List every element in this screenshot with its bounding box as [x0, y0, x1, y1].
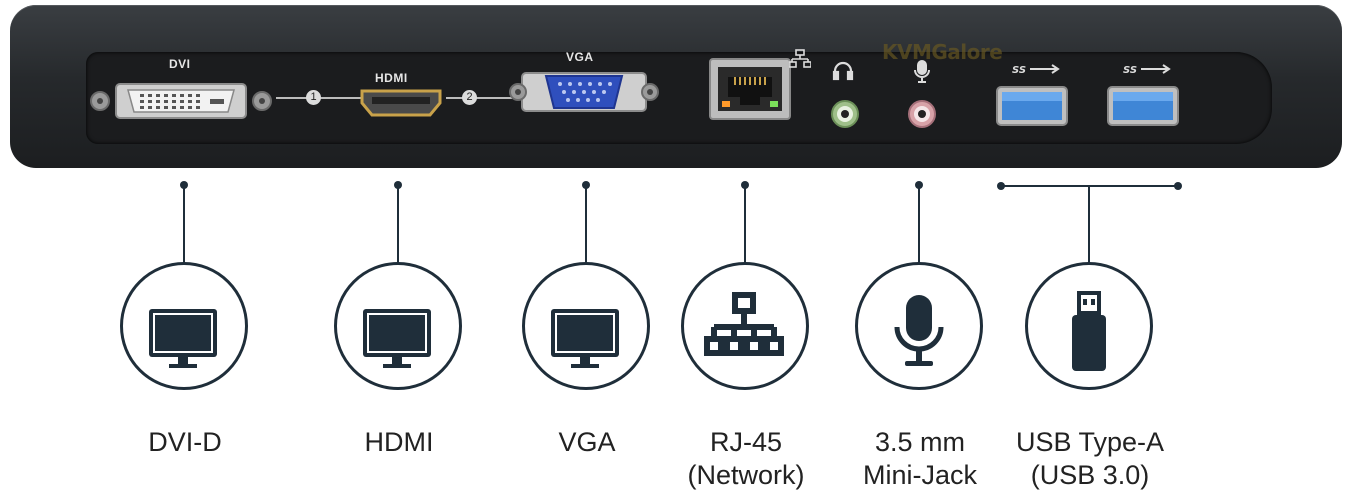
caption-rj45-line2: (Network) — [687, 460, 805, 490]
rj45-port — [708, 57, 792, 121]
callout-dot-usb-right — [1174, 182, 1182, 190]
usb-port-2 — [1106, 85, 1180, 127]
caption-dvi-line1: DVI-D — [148, 427, 222, 457]
headphone-jack — [830, 99, 860, 129]
svg-text:SS: SS — [1012, 65, 1026, 76]
audio-circle — [855, 262, 983, 390]
hdmi-port — [358, 87, 444, 119]
microphone-jack — [907, 99, 937, 129]
caption-usb-line2: (USB 3.0) — [1030, 460, 1150, 490]
hdmi-circle — [334, 262, 462, 390]
vga-circle — [522, 262, 650, 390]
usb-superspeed-logo: SS — [1123, 62, 1171, 76]
microphone-icon — [894, 295, 944, 366]
dvi-port-label: DVI — [169, 57, 191, 71]
dvi-circle — [120, 262, 248, 390]
callout-line-rj45 — [744, 185, 746, 265]
headphone-icon — [832, 61, 854, 81]
monitor-icon — [149, 309, 217, 368]
callout-line-audio — [918, 185, 920, 265]
caption-usb: USB Type-A (USB 3.0) — [990, 426, 1190, 492]
caption-audio-line2: Mini-Jack — [862, 460, 977, 490]
caption-audio-line1: 3.5 mm — [874, 427, 966, 457]
monitor-icon — [551, 309, 619, 368]
caption-rj45: RJ-45 (Network) — [646, 426, 846, 492]
vga-port — [508, 67, 660, 117]
rj45-circle — [681, 262, 809, 390]
monitor-icon — [363, 309, 431, 368]
svg-text:SS: SS — [1123, 65, 1137, 76]
dvi-port — [88, 81, 274, 121]
connector-line — [276, 97, 366, 99]
usb-circle — [1025, 262, 1153, 390]
caption-dvi: DVI-D — [85, 426, 285, 459]
port-number-1: 1 — [306, 90, 321, 105]
caption-audio: 3.5 mm Mini-Jack — [820, 426, 1020, 492]
caption-usb-line1: USB Type-A — [1015, 427, 1165, 457]
callout-line-vga — [585, 185, 587, 265]
port-number-2: 2 — [462, 90, 477, 105]
caption-vga-line1: VGA — [558, 427, 616, 457]
usb-drive-icon — [1072, 291, 1106, 371]
caption-hdmi-line1: HDMI — [364, 427, 434, 457]
caption-hdmi: HDMI — [299, 426, 499, 459]
connector-line — [446, 97, 512, 99]
watermark-logo: KVMGalore — [882, 40, 1003, 64]
network-icon — [704, 292, 784, 356]
docking-station: DVI 1 HDMI 2 VGA — [10, 5, 1342, 168]
caption-vga: VGA — [487, 426, 687, 459]
usb-port-1 — [995, 85, 1069, 127]
callout-line-dvi — [183, 185, 185, 265]
vga-port-label: VGA — [566, 50, 594, 64]
callout-line-usb — [1088, 186, 1090, 265]
callout-line-hdmi — [397, 185, 399, 265]
microphone-small-icon — [913, 60, 931, 84]
hdmi-port-label: HDMI — [375, 71, 408, 85]
caption-rj45-line1: RJ-45 — [709, 427, 783, 457]
network-symbol-icon — [789, 49, 811, 69]
usb-superspeed-logo: SS — [1012, 62, 1060, 76]
